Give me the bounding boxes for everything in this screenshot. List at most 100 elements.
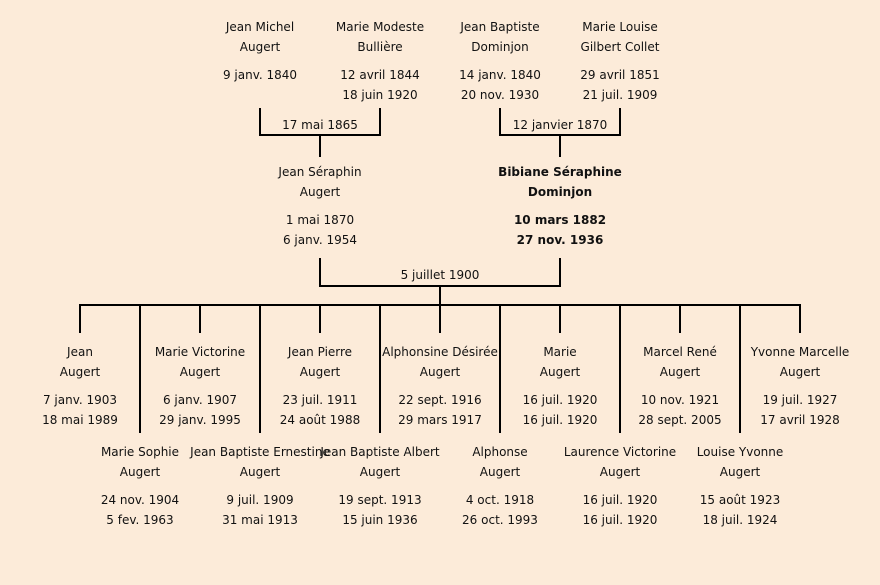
death-date: 6 janv. 1954	[282, 233, 358, 247]
connector-line	[319, 135, 321, 157]
death-date: 18 mai 1989	[42, 413, 118, 427]
person-last-name: Dominjon	[471, 40, 529, 54]
connector-line	[559, 305, 561, 333]
person-last-name: Augert	[179, 365, 221, 379]
birth-date: 22 sept. 1916	[398, 393, 482, 407]
connector-line	[499, 305, 501, 433]
death-date: 5 fev. 1963	[106, 513, 174, 527]
birth-date: 7 janv. 1903	[42, 393, 118, 407]
person-first-name: Marie	[543, 345, 577, 359]
death-date: 21 juil. 1909	[582, 88, 658, 102]
person-first-name: Louise Yvonne	[696, 445, 784, 459]
person-first-name: Marie Sophie	[100, 445, 180, 459]
birth-date: 10 nov. 1921	[640, 393, 720, 407]
person-first-name: Alphonse	[472, 445, 528, 459]
connector-line	[319, 305, 321, 333]
connector-line	[619, 108, 621, 136]
connector-line	[259, 305, 261, 433]
birth-date: 6 janv. 1907	[162, 393, 238, 407]
person-first-name: Jean Michel	[225, 20, 295, 34]
person-first-name: Jean Baptiste Ernestine	[190, 445, 330, 459]
person-first-name: Marie Louise	[582, 20, 658, 34]
person-last-name: Augert	[299, 365, 341, 379]
person-last-name: Augert	[539, 365, 581, 379]
person-last-name: Augert	[719, 465, 761, 479]
person-last-name: Augert	[299, 185, 341, 199]
birth-date: 1 mai 1870	[285, 213, 355, 227]
death-date: 18 juin 1920	[342, 88, 418, 102]
birth-date: 15 août 1923	[699, 493, 781, 507]
birth-date: 19 juil. 1927	[762, 393, 838, 407]
person-last-name: Augert	[419, 365, 461, 379]
person-first-name: Jean Séraphin	[278, 165, 362, 179]
connector-line	[319, 258, 321, 287]
connector-line	[379, 305, 381, 433]
birth-date: 4 oct. 1918	[465, 493, 535, 507]
death-date: 24 août 1988	[279, 413, 361, 427]
connector-line	[799, 305, 801, 333]
person-last-name: Augert	[779, 365, 821, 379]
person-last-name: Augert	[119, 465, 161, 479]
birth-date: 14 janv. 1840	[459, 68, 541, 82]
person-last-name: Augert	[359, 465, 401, 479]
marriage-date: 12 janvier 1870	[512, 118, 608, 132]
person-first-name: Alphonsine Désirée	[382, 345, 498, 359]
person-last-name: Augert	[239, 465, 281, 479]
person-last-name: Bullière	[357, 40, 403, 54]
death-date: 29 mars 1917	[398, 413, 482, 427]
death-date: 17 avril 1928	[760, 413, 840, 427]
person-last-name: Augert	[659, 365, 701, 379]
connector-line	[379, 108, 381, 136]
person-first-name: Laurence Victorine	[563, 445, 677, 459]
birth-date: 12 avril 1844	[340, 68, 420, 82]
death-date: 16 juil. 1920	[522, 413, 598, 427]
person-first-name: Jean Pierre	[287, 345, 353, 359]
death-date: 16 juil. 1920	[582, 513, 658, 527]
person-first-name: Jean Baptiste Albert	[320, 445, 440, 459]
death-date: 27 nov. 1936	[516, 233, 604, 247]
birth-date: 9 janv. 1840	[222, 68, 298, 82]
person-last-name: Gilbert Collet	[580, 40, 660, 54]
marriage-date: 17 mai 1865	[282, 118, 358, 132]
person-first-name: Marie Modeste	[335, 20, 425, 34]
birth-date: 29 avril 1851	[580, 68, 660, 82]
birth-date: 23 juil. 1911	[282, 393, 358, 407]
birth-date: 16 juil. 1920	[522, 393, 598, 407]
birth-date: 24 nov. 1904	[100, 493, 180, 507]
death-date: 31 mai 1913	[222, 513, 298, 527]
connector-line	[559, 258, 561, 287]
death-date: 28 sept. 2005	[638, 413, 722, 427]
connector-line	[79, 305, 81, 333]
person-first-name: Jean Baptiste	[460, 20, 540, 34]
connector-line	[679, 305, 681, 333]
death-date: 15 juin 1936	[342, 513, 418, 527]
person-last-name: Augert	[599, 465, 641, 479]
marriage-date: 5 juillet 1900	[400, 268, 480, 282]
person-last-name: Dominjon	[527, 185, 593, 199]
connector-line	[619, 305, 621, 433]
connector-line	[439, 305, 441, 333]
connector-line	[139, 305, 141, 433]
connector-line	[259, 108, 261, 136]
person-first-name: Yvonne Marcelle	[750, 345, 850, 359]
person-last-name: Augert	[59, 365, 101, 379]
